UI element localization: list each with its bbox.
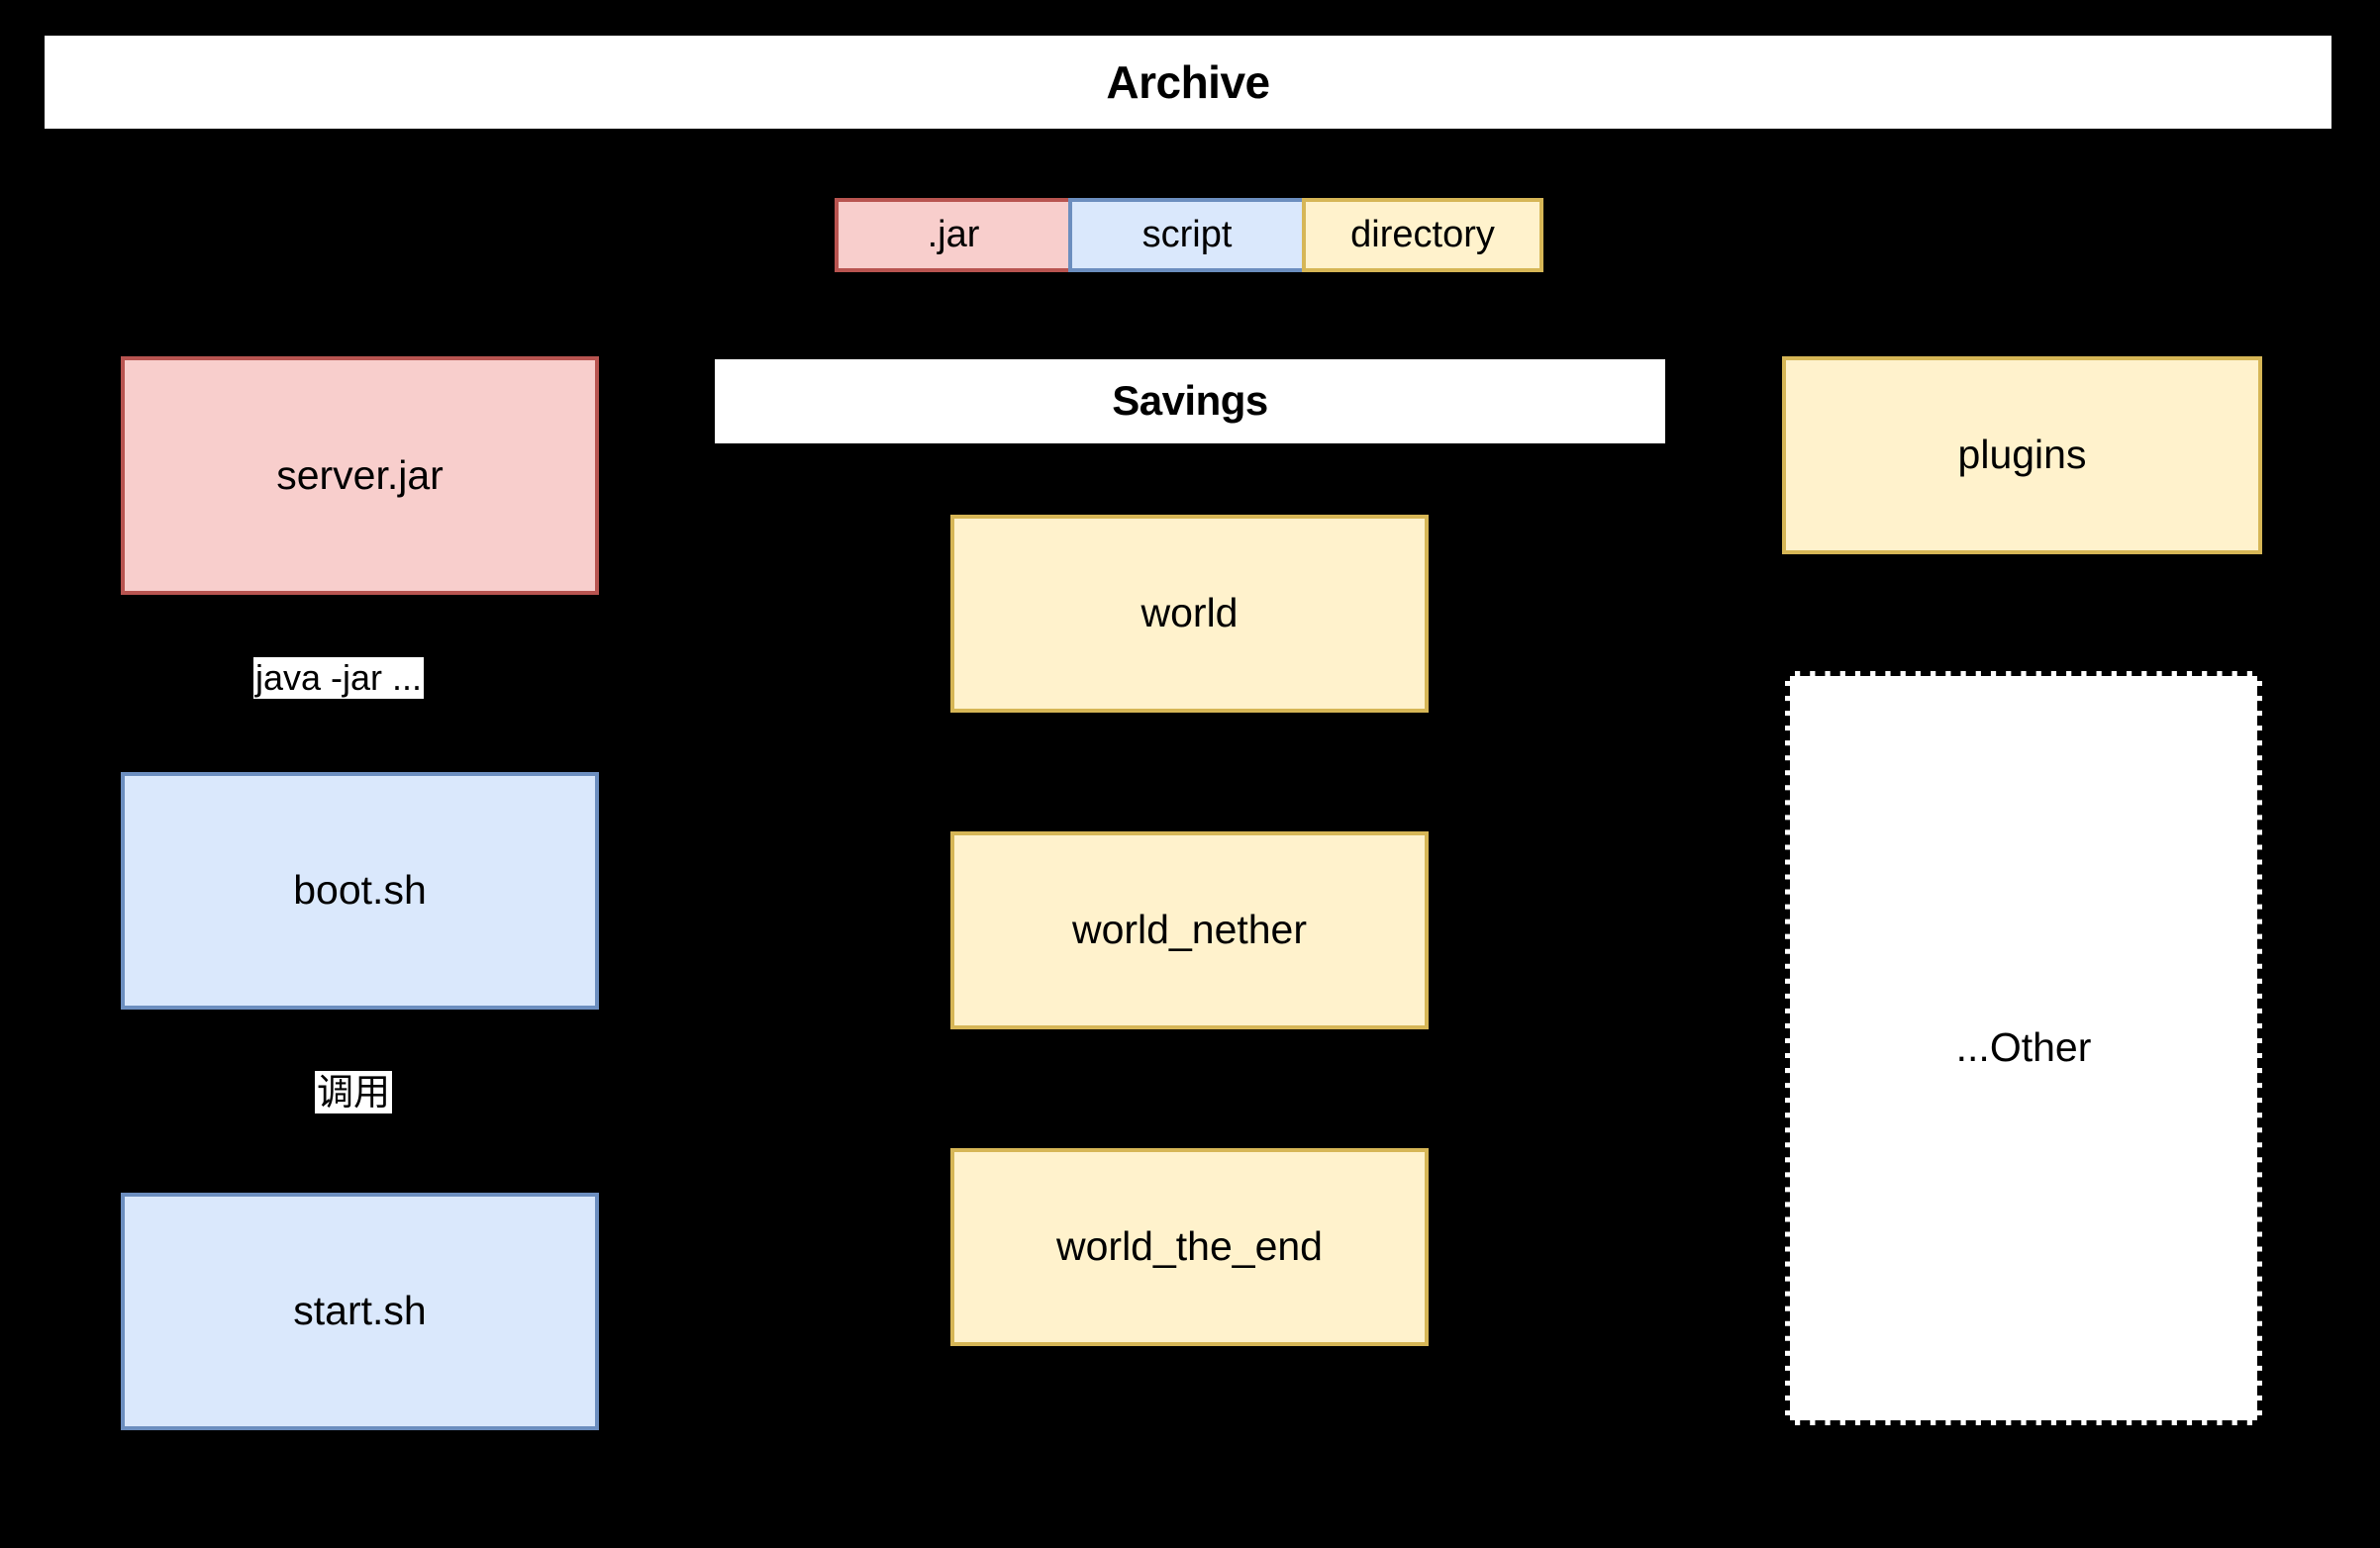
- edge-label-invoke: 调用: [315, 1071, 392, 1113]
- node-boot-sh: boot.sh: [121, 772, 599, 1010]
- archive-title-bar: Archive: [45, 36, 2331, 129]
- legend: .jar script directory: [835, 198, 1543, 272]
- savings-title-bar: Savings: [715, 359, 1665, 443]
- edge-label-java-jar: java -jar ...: [253, 657, 425, 699]
- legend-item-script: script: [1068, 198, 1306, 272]
- legend-item-directory: directory: [1302, 198, 1543, 272]
- node-start-sh: start.sh: [121, 1193, 599, 1430]
- node-world-nether: world_nether: [950, 831, 1429, 1029]
- node-plugins: plugins: [1782, 356, 2262, 554]
- legend-item-jar: .jar: [835, 198, 1072, 272]
- node-other: ...Other: [1785, 671, 2262, 1425]
- node-world: world: [950, 515, 1429, 713]
- node-server-jar: server.jar: [121, 356, 599, 595]
- node-world-the-end: world_the_end: [950, 1148, 1429, 1346]
